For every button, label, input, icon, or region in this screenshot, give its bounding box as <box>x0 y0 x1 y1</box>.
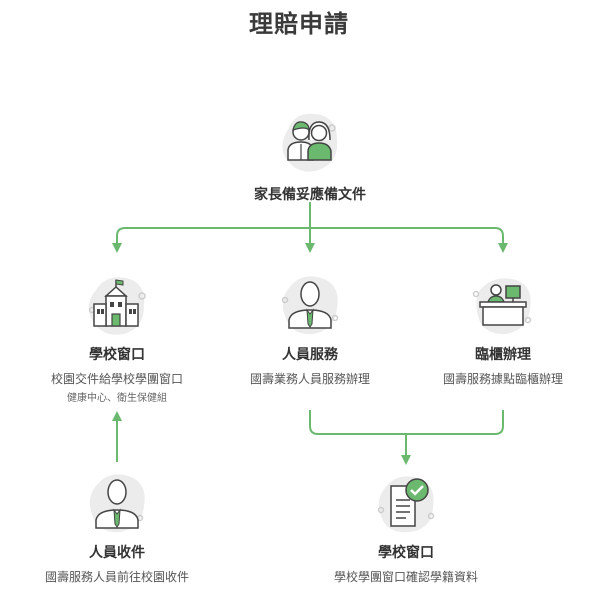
staff-pickup-title: 人員收件 <box>89 545 145 561</box>
staff-service-desc: 國壽業務人員服務辦理 <box>249 372 370 386</box>
merge-bar-bottom <box>309 410 504 435</box>
counter-title: 臨櫃辦理 <box>475 347 531 363</box>
node-school-confirm: 學校窗口 學校學團窗口確認學籍資料 <box>316 470 496 585</box>
school-window-desc: 校園交件給學校學團窗口 <box>50 372 183 386</box>
node-staff-service: 人員服務 國壽業務人員服務辦理 <box>230 272 390 387</box>
node-parent: 家長備妥應備文件 <box>230 108 390 204</box>
branch-bar-top <box>116 227 504 237</box>
school-confirm-title: 學校窗口 <box>378 545 434 561</box>
school-building-icon <box>84 272 150 338</box>
school-window-sub: 健康中心、衛生保健組 <box>67 393 167 404</box>
node-school-window: 學校窗口 校園交件給學校學團窗口 健康中心、衛生保健組 <box>37 272 197 404</box>
service-counter-icon <box>470 272 536 338</box>
node-counter: 臨櫃辦理 國壽服務據點臨櫃辦理 <box>428 272 578 387</box>
page-title: 理賠申請 <box>249 10 349 38</box>
school-confirm-desc: 學校學團窗口確認學籍資料 <box>333 570 478 584</box>
school-window-title: 學校窗口 <box>89 347 145 363</box>
staff-service-title: 人員服務 <box>282 347 338 363</box>
parents-icon <box>275 108 345 178</box>
parent-label: 家長備妥應備文件 <box>254 187 366 203</box>
agent-person-icon <box>277 272 343 338</box>
document-check-icon <box>373 470 439 536</box>
staff-pickup-desc: 國壽服務人員前往校園收件 <box>44 570 189 584</box>
courier-person-icon <box>84 470 150 536</box>
node-staff-pickup: 人員收件 國壽服務人員前往校園收件 <box>22 470 212 585</box>
counter-desc: 國壽服務據點臨櫃辦理 <box>442 372 563 386</box>
